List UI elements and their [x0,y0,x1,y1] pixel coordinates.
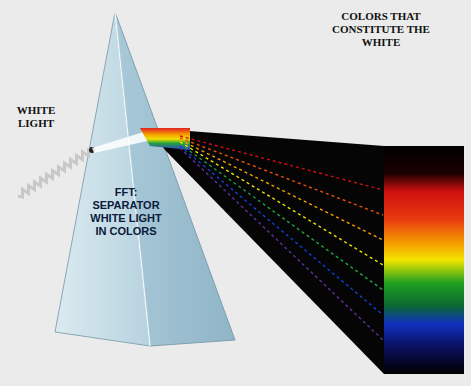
prism-shape: FFT: SEPARATOR WHITE LIGHT IN COLORS [85,186,167,238]
input-label: WHITE LIGHT [10,104,62,130]
output-label: COLORS THAT CONSTITUTE THE WHITE [322,10,440,49]
prism-text: FFT: SEPARATOR WHITE LIGHT IN COLORS [85,186,167,238]
